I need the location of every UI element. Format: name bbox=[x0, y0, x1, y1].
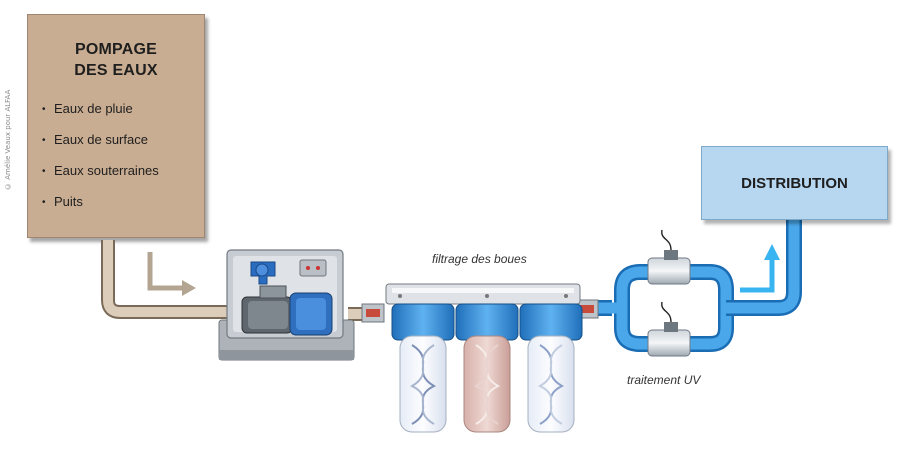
water-source-box: POMPAGE DES EAUX Eaux de pluie Eaux de s… bbox=[27, 14, 205, 238]
uv-lamp-icon bbox=[647, 229, 691, 357]
source-item-surface: Eaux de surface bbox=[42, 132, 159, 163]
uv-treatment-label: traitement UV bbox=[627, 373, 701, 387]
source-item-ground: Eaux souterraines bbox=[42, 163, 159, 194]
pump-icon bbox=[218, 249, 355, 361]
filter-label: filtrage des boues bbox=[432, 252, 527, 266]
source-title-line2: DES EAUX bbox=[74, 62, 158, 79]
source-item-rain: Eaux de pluie bbox=[42, 101, 159, 132]
source-list: Eaux de pluie Eaux de surface Eaux soute… bbox=[42, 101, 159, 225]
flow-arrow-icon bbox=[147, 252, 196, 296]
filter-cartridge-icon bbox=[455, 303, 519, 433]
filter-unit bbox=[361, 283, 599, 323]
flow-arrow-icon bbox=[740, 244, 780, 293]
filter-cartridge-icon bbox=[391, 303, 455, 433]
treated-water-pipe bbox=[590, 220, 802, 352]
source-title: POMPAGE DES EAUX bbox=[28, 39, 204, 81]
source-title-line1: POMPAGE bbox=[74, 41, 157, 58]
filter-cartridge-icon bbox=[519, 303, 583, 433]
source-item-well: Puits bbox=[42, 194, 159, 225]
distribution-title: DISTRIBUTION bbox=[741, 175, 848, 192]
distribution-box: DISTRIBUTION bbox=[701, 146, 888, 220]
